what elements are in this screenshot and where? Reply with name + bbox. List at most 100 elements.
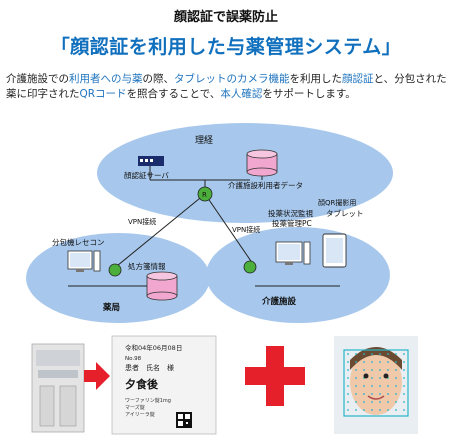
description-text: を照合することで、: [126, 88, 221, 100]
packet-time: 夕食後: [125, 377, 159, 391]
tablet-icon: [322, 233, 347, 268]
face-grid-dot: [379, 401, 381, 403]
face-grid-dot: [379, 393, 381, 395]
face-grid-dot: [395, 401, 397, 403]
packet-med-2: マーズ錠: [125, 404, 145, 411]
face-grid-dot: [355, 409, 357, 411]
description-text: を利用した: [289, 73, 343, 85]
description-highlight: 顔認証: [342, 73, 374, 85]
face-grid-dot: [363, 393, 365, 395]
face-grid-dot: [347, 369, 349, 371]
page-description: 介護施設での利用者への与薬の際、タブレットのカメラ機能を利用した顔認証と、分包さ…: [6, 72, 448, 102]
description-highlight: 利用者への与薬: [69, 73, 143, 85]
face-grid-dot: [371, 369, 373, 371]
router-icon-pharmacy: [108, 263, 122, 277]
packet-code: No.98: [125, 356, 142, 362]
photo-row: 令和04年06月08日 No.98 患者 氏名 様 夕食後 ワーファリン錠1mg…: [31, 335, 418, 435]
face-grid-dot: [395, 353, 397, 355]
face-grid-dot: [363, 361, 365, 363]
router-icon-center: [197, 186, 213, 202]
computer-icon-pharmacy: [67, 250, 101, 272]
monitor-label-1: 投薬状況監視: [268, 208, 313, 218]
face-grid-dot: [363, 353, 365, 355]
face-grid-dot: [363, 401, 365, 403]
network-diagram: 理経 顔認証サーバ 介護施設利用者データ R VPN接続 VPN接続 分包機レセ…: [26, 123, 393, 323]
face-grid-dot: [355, 393, 357, 395]
face-grid-dot: [403, 377, 405, 379]
face-grid-overlay: [347, 353, 405, 411]
face-grid-dot: [371, 385, 373, 387]
face-grid-dot: [355, 401, 357, 403]
face-grid-dot: [355, 385, 357, 387]
face-grid-dot: [379, 409, 381, 411]
face-grid-dot: [387, 401, 389, 403]
face-grid-dot: [387, 393, 389, 395]
description-text: と、分包された薬に印字された: [6, 73, 447, 100]
cloud-facility: [206, 227, 390, 323]
tablet-label-1: 顔QR撮影用: [318, 198, 356, 207]
cloud-top: [97, 123, 393, 223]
router-icon-facility: [243, 260, 257, 274]
packet-med-3: アイリーラ錠: [125, 411, 155, 418]
red-cross-icon: [245, 346, 305, 406]
db-top-label: 介護施設利用者データ: [228, 180, 303, 190]
packet-med-1: ワーファリン錠1mg: [125, 397, 171, 404]
router-label-center: R: [202, 191, 207, 199]
vpn-label-right: VPN接続: [232, 225, 260, 234]
face-grid-dot: [363, 385, 365, 387]
server-icon: [138, 156, 164, 166]
face-grid-dot: [347, 401, 349, 403]
face-grid-dot: [371, 401, 373, 403]
pharmacy-label: 薬局: [102, 302, 120, 313]
face-grid-dot: [395, 369, 397, 371]
face-grid-dot: [355, 361, 357, 363]
packaging-machine-image: [31, 343, 85, 433]
face-grid-dot: [379, 361, 381, 363]
face-grid-dot: [363, 409, 365, 411]
packet-date: 令和04年06月08日: [125, 343, 182, 352]
face-grid-dot: [371, 353, 373, 355]
face-grid-dot: [355, 353, 357, 355]
face-grid-dot: [347, 353, 349, 355]
face-grid-dot: [387, 385, 389, 387]
face-grid-dot: [387, 409, 389, 411]
medicine-packet-image: 令和04年06月08日 No.98 患者 氏名 様 夕食後 ワーファリン錠1mg…: [111, 335, 217, 435]
face-grid-dot: [347, 393, 349, 395]
database-icon-top: [246, 149, 278, 177]
qr-code-icon: [176, 412, 192, 428]
face-grid-dot: [347, 385, 349, 387]
face-grid-dot: [347, 409, 349, 411]
face-grid-dot: [379, 353, 381, 355]
cloud-top-label: 理経: [195, 134, 213, 146]
page-title: 「顔認証を利用した与薬管理システム」: [50, 36, 402, 58]
face-recognition-image: [334, 336, 418, 434]
face-grid-dot: [371, 409, 373, 411]
face-grid-dot: [355, 377, 357, 379]
face-grid-dot: [403, 393, 405, 395]
face-grid-dot: [387, 361, 389, 363]
face-grid-dot: [363, 369, 365, 371]
facility-label: 介護施設: [261, 296, 297, 307]
face-grid-dot: [395, 377, 397, 379]
description-highlight: タブレットのカメラ機能: [174, 73, 290, 85]
face-grid-dot: [347, 361, 349, 363]
face-server-label: 顔認証サーバ: [124, 170, 169, 180]
face-grid-dot: [347, 377, 349, 379]
face-grid-dot: [403, 361, 405, 363]
description-highlight: 本人確認: [220, 88, 263, 100]
red-arrow-icon: [84, 362, 110, 390]
face-grid-dot: [403, 369, 405, 371]
face-grid-dot: [395, 393, 397, 395]
face-grid-dot: [395, 409, 397, 411]
face-grid-dot: [387, 353, 389, 355]
face-grid-dot: [371, 361, 373, 363]
face-grid-dot: [379, 369, 381, 371]
face-grid-dot: [403, 401, 405, 403]
description-text: 介護施設での: [6, 73, 69, 85]
face-grid-dot: [379, 377, 381, 379]
face-grid-dot: [379, 385, 381, 387]
packager-label: 分包機レセコン: [52, 237, 105, 247]
page-topline: 顔認証で誤薬防止: [173, 10, 278, 25]
face-grid-dot: [371, 377, 373, 379]
description-text: の際、: [142, 73, 175, 85]
